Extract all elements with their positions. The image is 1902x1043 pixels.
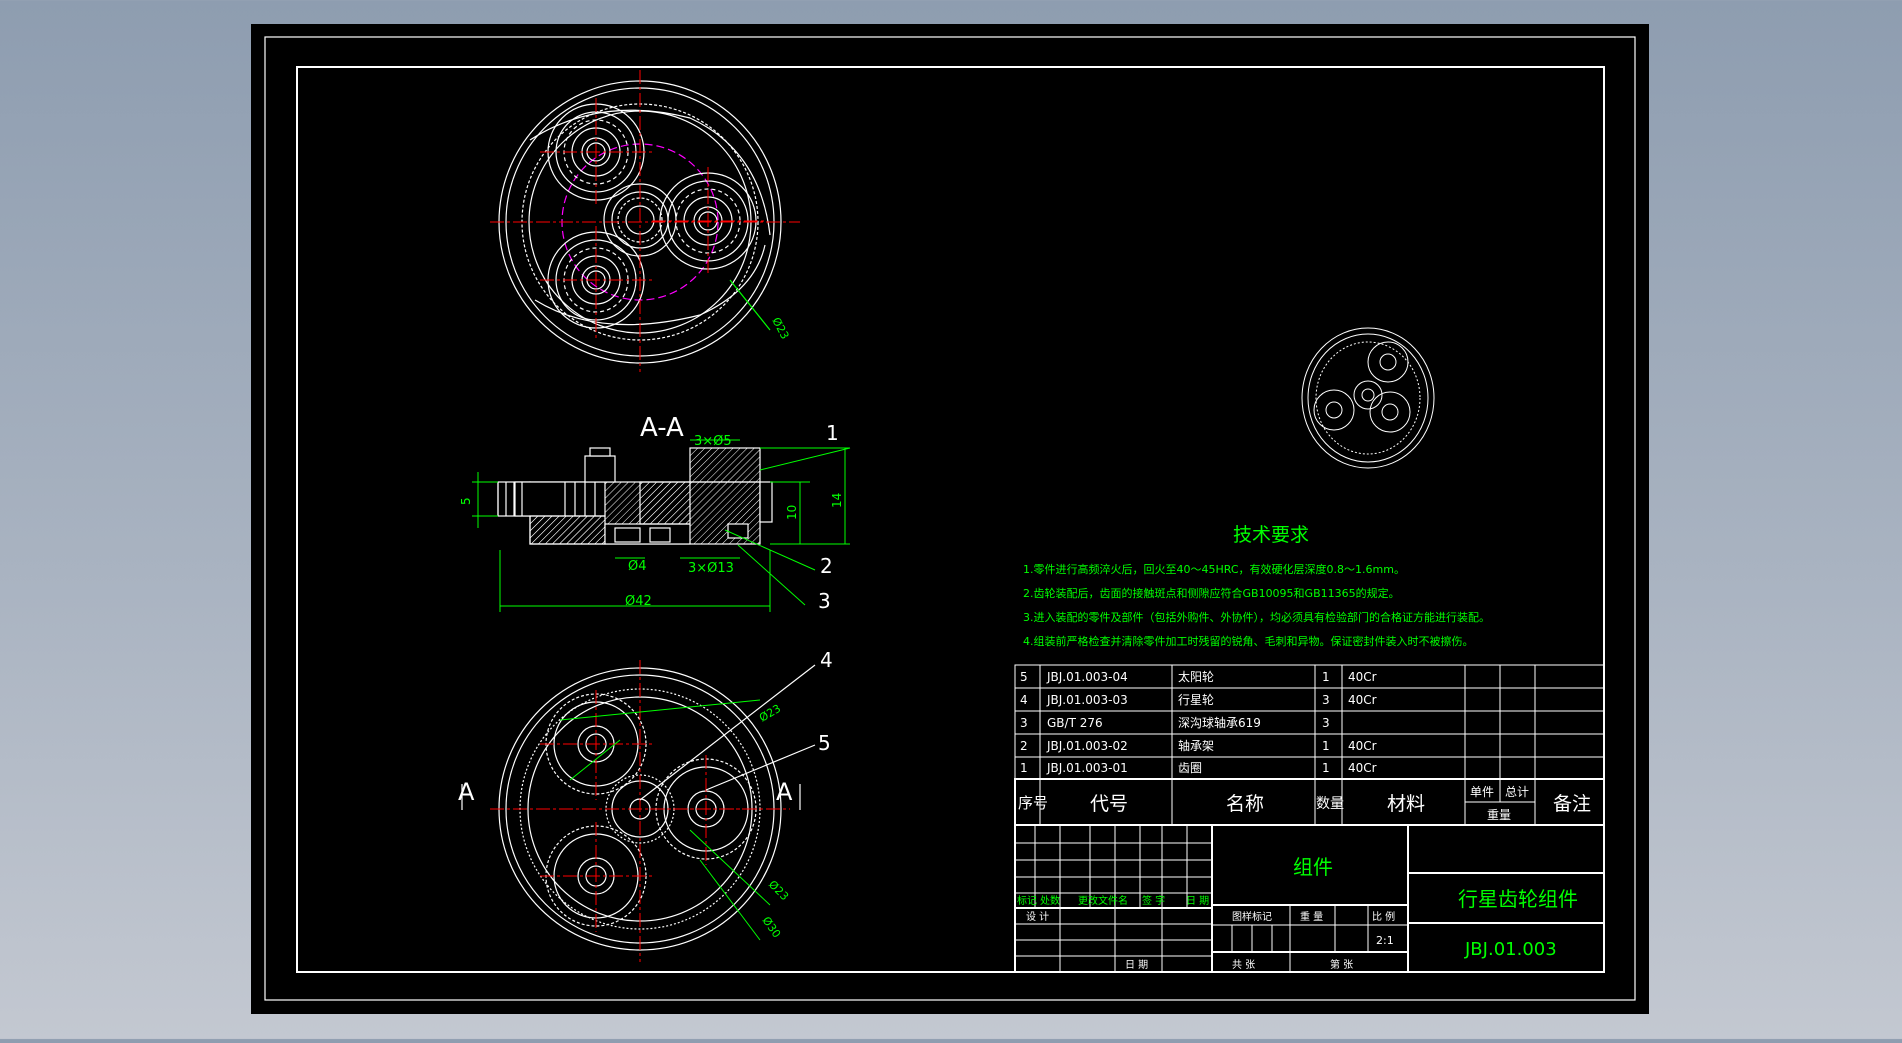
bottom-view bbox=[461, 660, 816, 962]
tb-label-stage: 图样标记 bbox=[1232, 910, 1272, 923]
bom-header-no: 序号 bbox=[1018, 794, 1048, 812]
bom-qty: 1 bbox=[1322, 739, 1330, 753]
bom-header-name: 名称 bbox=[1226, 793, 1264, 815]
dim-d42: Ø42 bbox=[625, 594, 652, 609]
dim-h14: 14 bbox=[830, 493, 844, 508]
bom-mat: 40Cr bbox=[1348, 693, 1377, 707]
bom-header-total: 总计 bbox=[1505, 785, 1529, 799]
tb-name: 行星齿轮组件 bbox=[1458, 887, 1578, 911]
title-block bbox=[1014, 824, 1605, 973]
bom-code: JBJ.01.003-04 bbox=[1046, 670, 1128, 684]
bom-name: 轴承架 bbox=[1178, 738, 1214, 753]
bom-code: JBJ.01.003-02 bbox=[1046, 739, 1128, 753]
bom-name: 行星轮 bbox=[1178, 693, 1214, 707]
bom-code: JBJ.01.003-01 bbox=[1046, 761, 1128, 775]
bom-qty: 3 bbox=[1322, 716, 1330, 730]
tech-line-3: 3.进入装配的零件及部件（包括外购件、外协件），均必须具有检验部门的合格证方能进… bbox=[1023, 610, 1490, 624]
section-marker-left: A bbox=[458, 778, 475, 806]
section-title: A-A bbox=[640, 413, 684, 443]
bom-no: 2 bbox=[1020, 739, 1028, 753]
bom-qty: 1 bbox=[1322, 670, 1330, 684]
drawing-sheet bbox=[251, 24, 1649, 1014]
title-block-labels: 标记 处数 更改文件名 签 字 日 期 设 计 日 期 图样标记 重 量 比 例… bbox=[1017, 894, 1395, 971]
tb-label-sheets: 共 张 bbox=[1232, 959, 1255, 971]
dim-d4: Ø4 bbox=[628, 559, 647, 574]
bom-header-qty: 数量 bbox=[1316, 796, 1344, 812]
bom-no: 5 bbox=[1020, 670, 1028, 684]
bom-header: 序号 代号 名称 数量 材料 单件 总计 重量 备注 bbox=[1018, 785, 1591, 822]
tech-line-2: 2.齿轮装配后，齿面的接触斑点和侧隙应符合GB10095和GB11365的规定。 bbox=[1023, 586, 1400, 600]
dim-h10: 10 bbox=[785, 505, 799, 520]
tb-label-count: 处数 bbox=[1040, 894, 1060, 907]
bom-code: GB/T 276 bbox=[1047, 716, 1103, 730]
bom-name: 齿圈 bbox=[1178, 761, 1202, 775]
bom-header-unit: 单件 bbox=[1470, 785, 1494, 799]
section-marker-right: A bbox=[776, 778, 793, 806]
bom-name: 深沟球轴承619 bbox=[1178, 715, 1261, 730]
bom-mat: 40Cr bbox=[1348, 739, 1377, 753]
top-view bbox=[490, 70, 800, 372]
bom-mat: 40Cr bbox=[1348, 761, 1377, 775]
balloon-1: 1 bbox=[826, 421, 839, 445]
bom-no: 4 bbox=[1020, 693, 1028, 707]
balloon-3: 3 bbox=[818, 589, 831, 613]
bom-header-mat: 材料 bbox=[1387, 793, 1425, 815]
tb-group: 组件 bbox=[1293, 855, 1333, 879]
tb-label-docno: 更改文件名 bbox=[1078, 894, 1128, 907]
bom-mat: 40Cr bbox=[1348, 670, 1377, 684]
tb-label-sheet: 第 张 bbox=[1330, 958, 1353, 971]
bom-name: 太阳轮 bbox=[1178, 669, 1214, 684]
tb-label-sign: 签 字 bbox=[1142, 894, 1165, 907]
tb-label-design: 设 计 bbox=[1026, 910, 1049, 923]
section-dims bbox=[472, 439, 851, 612]
tb-label-mark: 标记 bbox=[1017, 895, 1037, 907]
bom-no: 1 bbox=[1020, 761, 1028, 775]
tb-scale: 2:1 bbox=[1376, 934, 1394, 947]
tech-line-4: 4.组装前严格检查并清除零件加工时残留的锐角、毛刺和异物。保证密封件装入时不被擦… bbox=[1023, 634, 1474, 648]
tb-label-date2: 日 期 bbox=[1125, 959, 1148, 971]
iso-thumbnail bbox=[1301, 327, 1435, 469]
section-view bbox=[497, 447, 773, 545]
outer-border bbox=[264, 36, 1636, 1001]
tb-label-date: 日 期 bbox=[1186, 895, 1209, 907]
bom-rows: 5 JBJ.01.003-04 太阳轮 1 40Cr 4 JBJ.01.003-… bbox=[1020, 669, 1377, 775]
bom-header-remark: 备注 bbox=[1553, 793, 1591, 815]
bom-qty: 1 bbox=[1322, 761, 1330, 775]
dim-holes-top: 3×Ø5 bbox=[694, 434, 732, 449]
tb-label-weight: 重 量 bbox=[1300, 910, 1323, 923]
balloon-5: 5 bbox=[818, 731, 831, 755]
bom-no: 3 bbox=[1020, 716, 1028, 730]
balloon-4: 4 bbox=[820, 648, 833, 672]
bom-code: JBJ.01.003-03 bbox=[1046, 693, 1128, 707]
inner-frame bbox=[296, 66, 1605, 973]
tech-title: 技术要求 bbox=[1233, 524, 1309, 546]
tech-line-1: 1.零件进行高频淬火后，回火至40～45HRC，有效硬化层深度0.8～1.6mm… bbox=[1023, 562, 1405, 576]
tb-label-ratio: 比 例 bbox=[1372, 910, 1395, 923]
bom-header-code: 代号 bbox=[1090, 793, 1128, 815]
dim-h5: 5 bbox=[459, 497, 473, 505]
bom-qty: 3 bbox=[1322, 693, 1330, 707]
balloon-2: 2 bbox=[820, 554, 833, 578]
tb-code: JBJ.01.003 bbox=[1464, 939, 1557, 960]
dim-holes-bottom: 3×Ø13 bbox=[688, 561, 734, 576]
bom-header-weight: 重量 bbox=[1487, 808, 1511, 822]
